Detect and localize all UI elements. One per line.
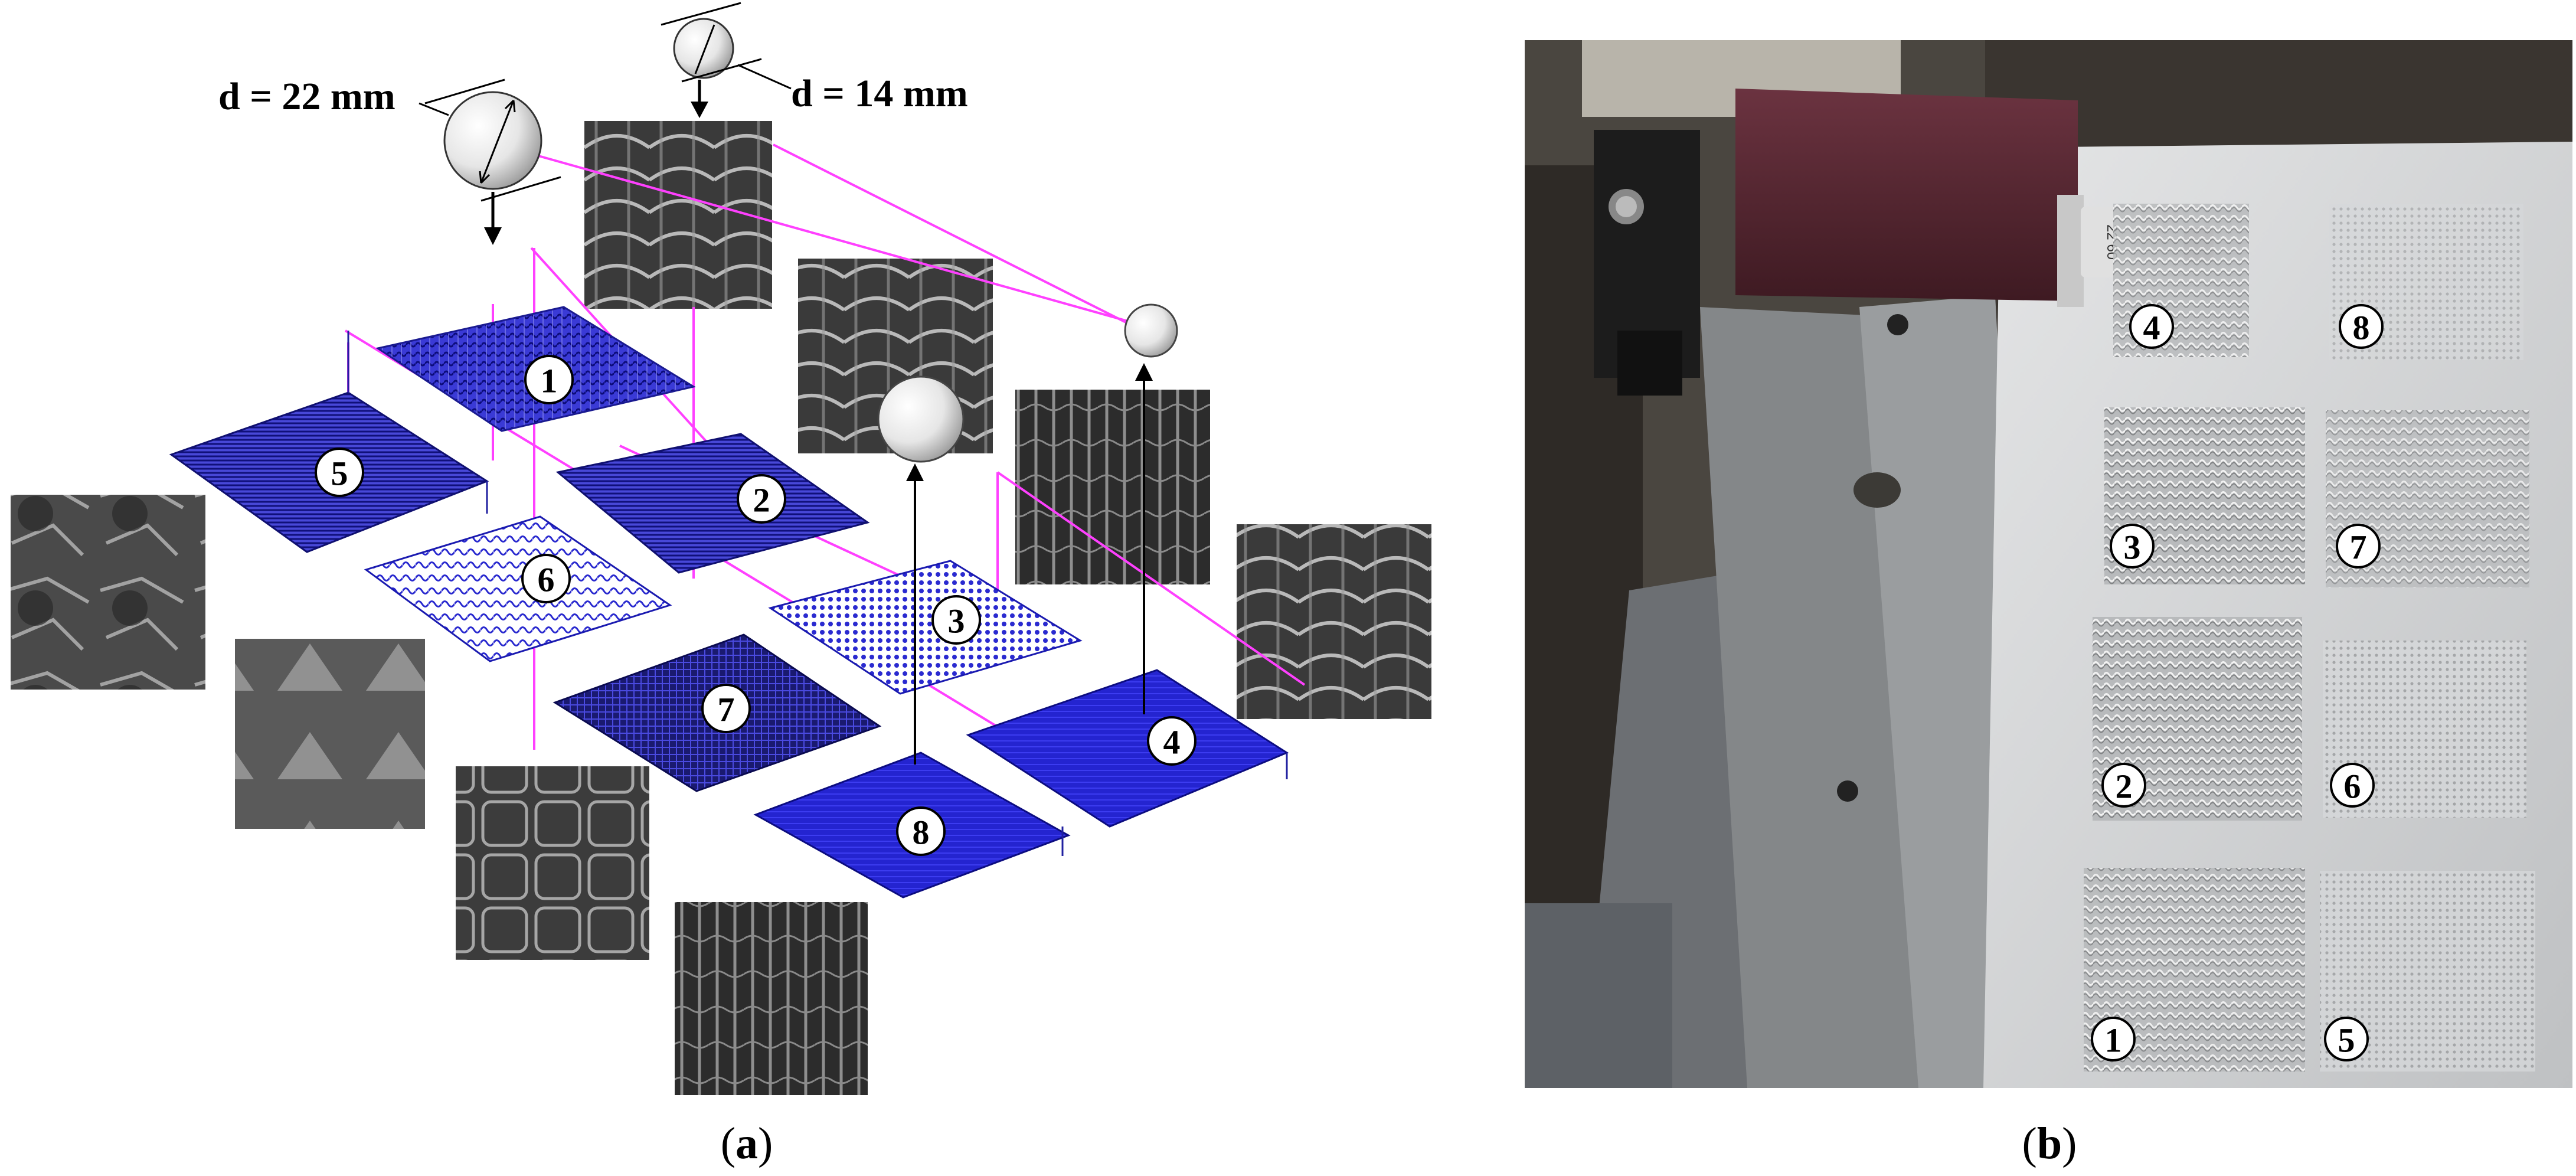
pattern-1-label: 1: [524, 355, 574, 404]
small-ball-right-icon: [1124, 303, 1178, 358]
svg-text:4: 4: [1163, 723, 1181, 762]
sample-5-label: 5: [2324, 1017, 2369, 1061]
medium-ball-icon: [877, 375, 965, 463]
sample-number-labels: 4 8 3 7 2 6 1: [2091, 304, 2384, 1061]
svg-text:7: 7: [2350, 528, 2367, 567]
svg-text:5: 5: [2338, 1021, 2355, 1060]
inline-balls: [877, 303, 1178, 765]
pattern-5-label: 5: [315, 447, 364, 497]
pattern-7-label: 7: [701, 684, 751, 733]
svg-text:1: 1: [541, 362, 558, 400]
pattern-3-surface: [768, 560, 1083, 695]
panel-b-caption: (b): [2022, 1119, 2077, 1168]
small-ball-icon: [673, 18, 734, 79]
svg-text:6: 6: [538, 561, 555, 599]
large-ball-dimension-label: d = 22 mm: [218, 75, 395, 118]
sem-micrograph-far-left: [11, 495, 205, 690]
pattern-6-surface: [364, 515, 672, 662]
pattern-6-label: 6: [521, 554, 571, 603]
svg-text:1: 1: [2105, 1021, 2122, 1060]
sample-6-label: 6: [2330, 763, 2375, 808]
aluminum-plate: [1983, 142, 2572, 1088]
sem-micrograph-top: [584, 121, 772, 309]
sem-micrograph-right-middle: [1015, 390, 1210, 584]
sample-2-label: 2: [2101, 763, 2146, 808]
panel-a-caption: (a): [721, 1119, 773, 1168]
sample-1-label: 1: [2091, 1017, 2136, 1061]
sem-micrograph-far-right: [1237, 524, 1431, 719]
svg-text:8: 8: [2353, 309, 2370, 347]
sem-micrograph-bottom: [675, 902, 868, 1095]
large-ball-icon: [443, 91, 542, 190]
sample-4-label: 4: [2129, 304, 2174, 349]
pattern-4-label: 4: [1147, 716, 1197, 766]
small-ball-tool: d = 14 mm: [661, 2, 968, 118]
svg-text:3: 3: [948, 602, 965, 641]
sem-micrograph-bottom-left: [456, 766, 649, 960]
svg-text:2: 2: [753, 481, 770, 520]
sample-3-label: 3: [2110, 524, 2155, 569]
panel-a-diagram: 1 5 2 6 3 7 4: [11, 2, 1431, 1168]
sample-7-label: 7: [2336, 524, 2381, 569]
pattern-2-label: 2: [737, 474, 786, 524]
large-ball-tool: d = 22 mm: [218, 75, 561, 245]
pattern-2-surface: [555, 433, 870, 574]
pattern-number-labels: 1 5 2 6 3 7 4: [315, 355, 1197, 856]
svg-text:5: 5: [331, 455, 348, 493]
svg-text:4: 4: [2143, 309, 2160, 347]
svg-text:7: 7: [718, 691, 735, 729]
panel-b-photo: 22 60 4 8: [1525, 40, 2572, 1168]
svg-text:6: 6: [2344, 767, 2361, 806]
svg-text:2: 2: [2116, 767, 2133, 806]
svg-text:3: 3: [2124, 528, 2141, 567]
pattern-8-label: 8: [896, 806, 946, 856]
sem-micrograph-group: [11, 121, 1431, 1095]
pattern-3-label: 3: [931, 595, 981, 645]
sem-micrograph-left-middle: [235, 639, 425, 829]
small-ball-dimension-label: d = 14 mm: [791, 72, 968, 115]
svg-text:8: 8: [913, 814, 930, 852]
sample-8-label: 8: [2339, 304, 2384, 349]
thread-ends: [347, 331, 1288, 856]
